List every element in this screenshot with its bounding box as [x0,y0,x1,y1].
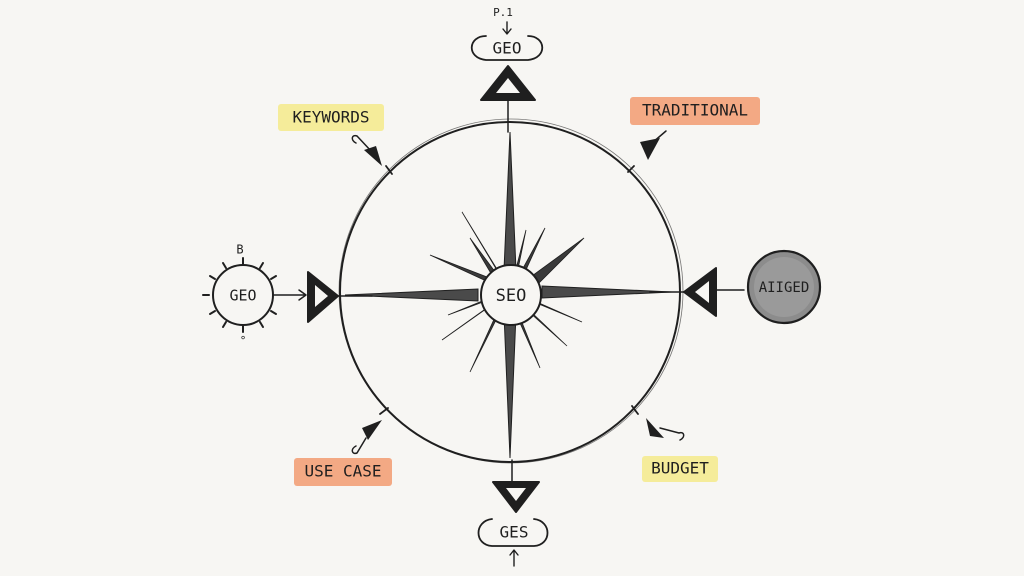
keywords-arrow [351,134,382,166]
bottom-label: GES [500,523,529,542]
use-case-highlight [294,458,392,486]
keywords-label: KEYWORDS [292,108,369,127]
top-bracket [470,35,544,61]
keywords-highlight [278,104,384,131]
top-note-arrow [502,21,512,35]
bottom-triangle-inner [506,488,526,501]
budget-label: BUDGET [651,459,709,478]
needle-east [541,285,673,299]
needle-south [503,313,517,459]
left-node-ticks [202,257,277,333]
left-triangle-inner [315,285,328,307]
center-label: SEO [496,286,527,306]
bottom-bracket [477,518,549,547]
center-circle [480,264,542,326]
top-triangle-inner [496,78,520,93]
bottom-arrow [509,549,519,567]
right-triangle-inner [695,281,709,303]
traditional-highlight [630,97,760,125]
right-label: AIIGED [759,280,810,296]
needle-west [344,288,479,302]
use-case-arrow [351,420,382,455]
right-node-shading [754,257,814,317]
compass-needles [344,131,673,459]
left-connector-arrow [273,289,307,301]
budget-highlight [642,456,718,482]
left-small-glyph: ∘ [240,331,247,344]
top-label: GEO [493,39,522,58]
ring-tick-marks [379,165,639,415]
budget-arrow [646,418,685,441]
compass-ring-sketch [338,118,684,464]
use-case-label: USE CASE [304,462,381,481]
traditional-label: TRADITIONAL [642,101,748,120]
left-label: GEO [229,287,256,305]
needle-north [503,131,517,271]
traditional-arrow [640,130,667,160]
left-note: B [236,243,243,257]
top-note: P.1 [493,6,513,19]
